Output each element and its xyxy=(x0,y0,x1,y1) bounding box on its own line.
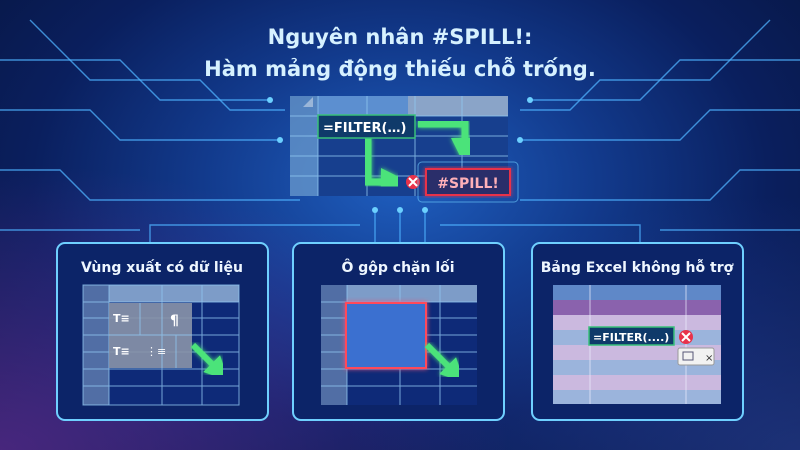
title-line-2: Hàm mảng động thiếu chỗ trống. xyxy=(204,57,596,81)
text-block-icon: T≡ xyxy=(113,312,130,325)
panel-spill-range-has-data: Vùng xuất có dữ liệu T≡ ¶ T≡ ⋮≡ xyxy=(56,242,269,421)
table-icon xyxy=(682,351,694,361)
popup-close-icon[interactable]: × xyxy=(705,353,713,364)
formula-cell[interactable]: =FILTER(…) xyxy=(317,114,416,139)
spill-error-text: #SPILL! xyxy=(437,176,499,192)
circuit-traces xyxy=(0,19,800,243)
list-icon: ⋮≡ xyxy=(146,345,166,358)
formula-text: =FILTER(…) xyxy=(323,121,406,136)
panel-excel-table-unsupported: Bảng Excel không hỗ trợ =FILTER(....) × xyxy=(531,242,744,421)
panel-merged-cell-blocks: Ô gộp chặn lối xyxy=(292,242,505,421)
arrow-down-right xyxy=(424,342,465,383)
title-line-1: Nguyên nhân #SPILL!: xyxy=(268,25,533,49)
pilcrow-icon: ¶ xyxy=(170,313,179,329)
table-formula-cell[interactable]: =FILTER(....) xyxy=(588,326,675,346)
panel-3-title: Bảng Excel không hỗ trợ xyxy=(541,259,734,276)
x-circle-icon xyxy=(679,330,693,344)
spill-arrow-down xyxy=(364,138,409,196)
merged-cell xyxy=(345,302,427,369)
table-formula-text: =FILTER(....) xyxy=(593,331,669,344)
spill-arrow-right xyxy=(418,120,479,166)
text-block-icon-2: T≡ xyxy=(113,345,130,358)
panel-2-title: Ô gộp chặn lối xyxy=(341,258,454,276)
panel-1-title: Vùng xuất có dữ liệu xyxy=(81,259,243,276)
arrow-down-right xyxy=(190,342,229,381)
error-popup[interactable]: × xyxy=(677,347,715,366)
x-circle-icon xyxy=(406,175,420,189)
spill-error-cell: #SPILL! xyxy=(417,161,519,203)
